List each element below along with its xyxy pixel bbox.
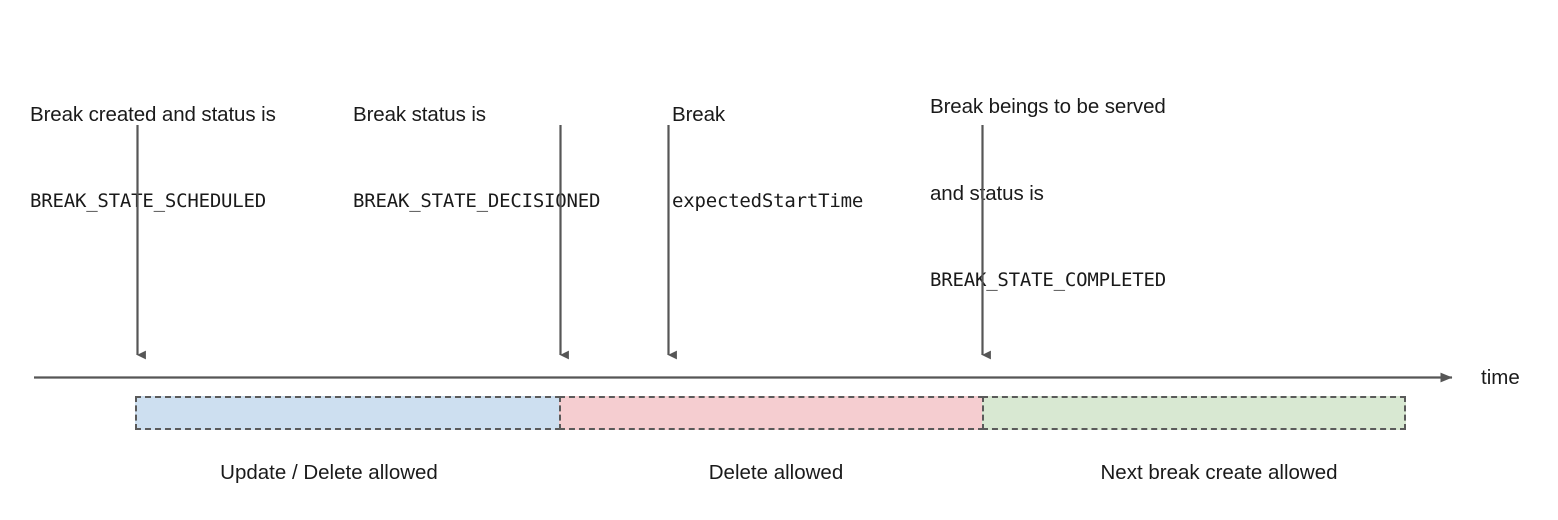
event-label-line: Break status is [353,103,486,126]
event-label-scheduled: Break created and status is BREAK_STATE_… [30,42,276,274]
phase-bar-next-break-create[interactable] [982,396,1406,430]
event-label-line: and status is [930,182,1044,205]
event-label-line: Break beings to be served [930,95,1166,118]
phase-bar-delete-only[interactable] [559,396,984,430]
event-label-line: Break [672,103,726,126]
event-label-line: BREAK_STATE_COMPLETED [930,269,1167,291]
event-label-completed: Break beings to be served and status is … [930,34,1166,353]
phase-caption-next-break-create: Next break create allowed [1100,461,1338,484]
event-label-line: Break created and status is [30,103,276,126]
event-label-decisioned: Break status is BREAK_STATE_DECISIONED [353,42,600,274]
event-label-expected-start-time: Break expectedStartTime [672,42,863,274]
time-axis-label: time [1481,366,1520,389]
phase-caption-update-delete: Update / Delete allowed [220,461,438,484]
event-label-line: BREAK_STATE_DECISIONED [353,190,601,212]
phase-caption-delete-only: Delete allowed [708,461,844,484]
phase-bar-update-delete[interactable] [135,396,561,430]
event-label-line: BREAK_STATE_SCHEDULED [30,190,267,212]
event-label-line: expectedStartTime [672,190,864,212]
